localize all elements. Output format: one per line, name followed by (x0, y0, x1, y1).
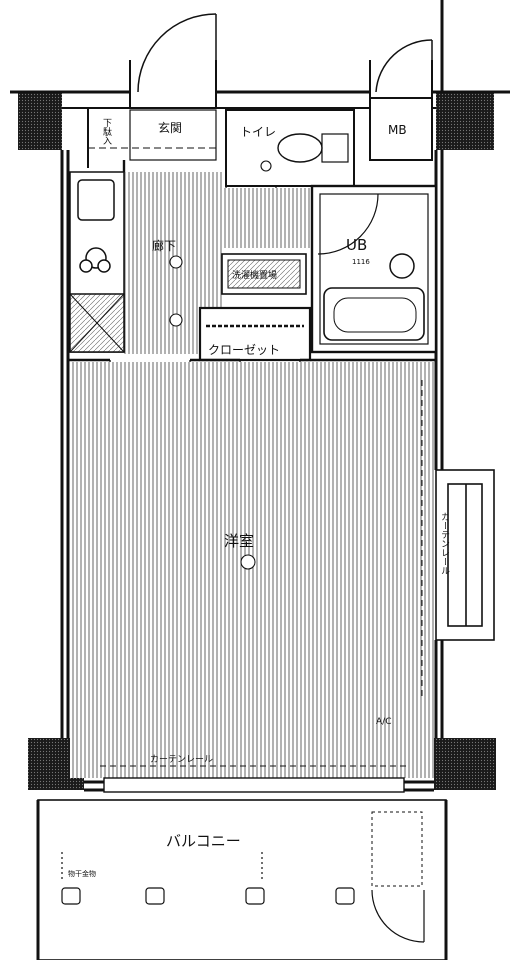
outdoor-unit (371, 811, 423, 887)
toilet-label: トイレ (240, 125, 276, 139)
ac-label: A/C (376, 717, 391, 727)
bath-icon (323, 287, 425, 341)
side-window (435, 469, 495, 641)
genkan-floor (129, 109, 217, 161)
column-top-left (18, 92, 62, 150)
corridor-floor-2 (224, 188, 310, 248)
column-bottom-right (434, 738, 496, 790)
rouka-label: 廊下 (152, 238, 176, 253)
bottom-window (103, 777, 405, 793)
monohoshi-label: 物干金物 (68, 869, 96, 878)
balcony-label: バルコニー (166, 832, 241, 850)
ub-label: UB (346, 236, 367, 254)
balcony-area (37, 799, 447, 960)
kitchen-counter (69, 171, 125, 353)
laundry-label: 洗濯機置場 (232, 269, 277, 281)
closet (198, 306, 312, 362)
gesuta-label: 下駄入 (101, 118, 112, 145)
mb-label: MB (388, 123, 407, 137)
curtain-rail-side-label: カーテンレール (439, 512, 450, 575)
interior-walls (68, 160, 436, 362)
mb-room (369, 97, 433, 161)
balcony-door (371, 889, 425, 943)
toilet-tank (321, 133, 349, 163)
curtain-rail-bottom-label: カーテンレール (150, 754, 213, 765)
entrance-door (137, 13, 433, 93)
column-top-right (436, 92, 494, 150)
washbasin-icon (389, 253, 415, 279)
toilet-room (225, 109, 355, 187)
ub-size-label: 1116 (352, 258, 370, 266)
western-room-floor (70, 362, 434, 778)
closet-label: クローゼット (208, 343, 280, 357)
light-fixture-icon (169, 160, 272, 570)
genkan-label: 玄関 (158, 120, 182, 135)
western-room-label: 洋室 (224, 532, 254, 550)
balcony-hooks (61, 887, 355, 905)
clothes-drying-poles (61, 852, 263, 882)
